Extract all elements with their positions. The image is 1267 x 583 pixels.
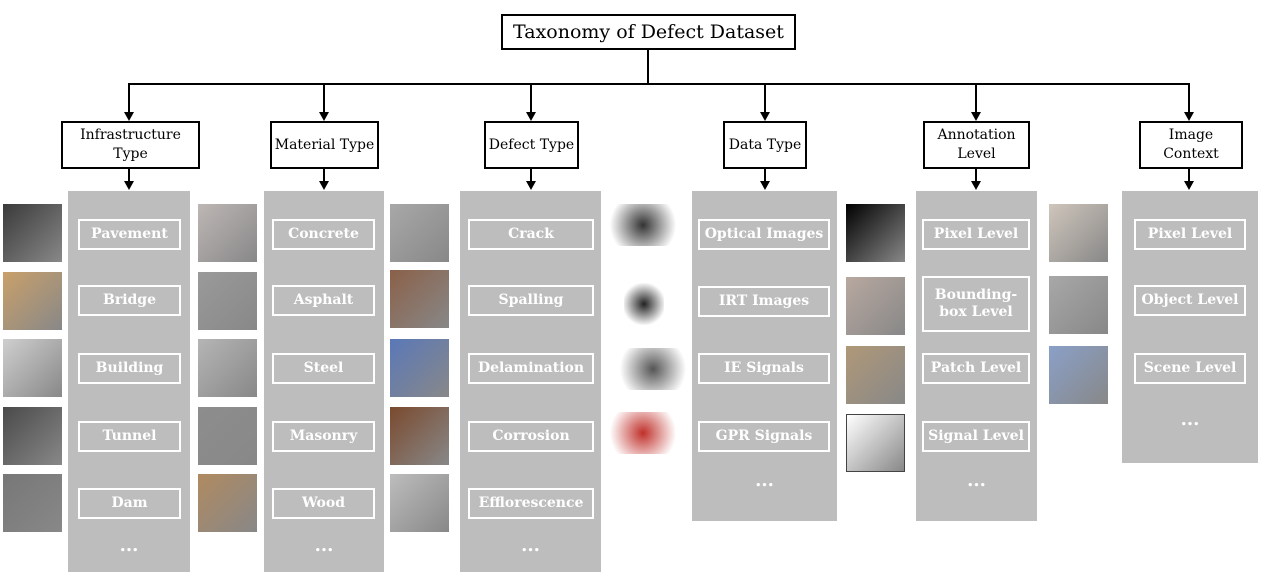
defect-image-thumbnail [390,204,449,262]
defect-image-thumbnail [846,204,905,262]
category-box-image-context: Image Context [1139,121,1243,169]
category-box-annotation-level: Annotation Level [923,121,1030,169]
item-concrete: Concrete [272,219,375,250]
item-bounding-box-level: Bounding-box Level [922,276,1030,332]
connector-annotation-level-panel [975,168,977,182]
item-crack: Crack [468,219,594,250]
defect-image-thumbnail [1049,276,1108,334]
ellipsis: ... [119,535,139,556]
item-efflorescence: Efflorescence [468,488,594,519]
ellipsis: ... [1180,409,1200,430]
defect-image-thumbnail [390,339,449,397]
ellipsis: ... [521,535,540,556]
arrow-down-icon [526,181,536,190]
item-spalling: Spalling [468,285,594,316]
item-patch-level: Patch Level [922,353,1030,384]
defect-image-thumbnail [198,272,257,330]
connector-defect-type [530,84,532,112]
arrow-down-icon [124,181,134,190]
connector-root [647,49,649,85]
connector-data-type-panel [764,168,766,182]
gpr-drone-image [604,412,682,454]
defect-image-thumbnail [198,204,257,262]
ie-device-image [614,348,692,390]
item-irt-images: IRT Images [698,286,830,317]
thermal-camera-image [624,283,664,325]
panel-defect-type [460,191,601,572]
defect-image-thumbnail [198,339,257,397]
defect-image-thumbnail [1049,346,1108,404]
arrow-down-icon [971,112,981,121]
ellipsis: ... [967,470,986,491]
connector-image-context-panel [1188,168,1190,182]
item-object-level: Object Level [1134,285,1246,316]
arrow-down-icon [124,112,134,121]
item-wood: Wood [272,488,375,519]
item-ie-signals: IE Signals [698,353,830,384]
defect-image-thumbnail [390,270,449,328]
item-bridge: Bridge [78,285,181,316]
defect-image-thumbnail [846,277,905,335]
panel-data-type [692,191,837,521]
item-pixel-level: Pixel Level [1134,219,1246,250]
defect-image-thumbnail [390,407,449,465]
ellipsis: ... [755,470,774,491]
connector-defect-type-panel [530,168,532,182]
connector-infrastructure-type [128,84,130,112]
defect-image-thumbnail [846,414,905,472]
panel-image-context [1122,191,1258,463]
item-pavement: Pavement [78,219,181,250]
panel-annotation-level [916,191,1037,521]
item-tunnel: Tunnel [78,421,181,452]
category-box-material-type: Material Type [270,121,379,169]
connector-data-type [764,84,766,112]
item-steel: Steel [272,353,375,384]
category-box-defect-type: Defect Type [484,121,579,169]
connector-material-type [323,84,325,112]
item-gpr-signals: GPR Signals [698,421,830,452]
item-signal-level: Signal Level [922,421,1030,452]
connector-material-type-panel [323,168,325,182]
defect-image-thumbnail [390,474,449,532]
item-building: Building [78,353,181,384]
arrow-down-icon [1184,181,1194,190]
drone-image [604,204,682,246]
defect-image-thumbnail [1049,204,1108,262]
defect-image-thumbnail [198,474,257,532]
arrow-down-icon [971,181,981,190]
category-box-data-type: Data Type [723,121,807,169]
item-masonry: Masonry [272,421,375,452]
defect-image-thumbnail [3,339,62,397]
panel-material-type [264,191,384,572]
item-dam: Dam [78,488,181,519]
item-corrosion: Corrosion [468,421,594,452]
connector-horizontal [128,83,1190,85]
defect-image-thumbnail [3,272,62,330]
arrow-down-icon [760,112,770,121]
category-box-infrastructure-type: Infrastructure Type [61,121,200,169]
panel-infrastructure-type [68,191,190,572]
arrow-down-icon [1184,112,1194,121]
arrow-down-icon [760,181,770,190]
item-scene-level: Scene Level [1134,353,1246,384]
connector-annotation-level [975,84,977,112]
item-delamination: Delamination [468,353,594,384]
defect-image-thumbnail [3,407,62,465]
item-pixel-level: Pixel Level [922,219,1030,250]
defect-image-thumbnail [846,346,905,404]
root-title-box: Taxonomy of Defect Dataset [501,14,796,50]
defect-image-thumbnail [3,474,62,532]
defect-image-thumbnail [198,407,257,465]
defect-image-thumbnail [3,204,62,262]
ellipsis: ... [314,535,334,556]
item-asphalt: Asphalt [272,285,375,316]
connector-image-context [1188,84,1190,112]
connector-infrastructure-type-panel [128,168,130,182]
item-optical-images: Optical Images [698,219,830,250]
arrow-down-icon [319,181,329,190]
arrow-down-icon [526,112,536,121]
arrow-down-icon [319,112,329,121]
